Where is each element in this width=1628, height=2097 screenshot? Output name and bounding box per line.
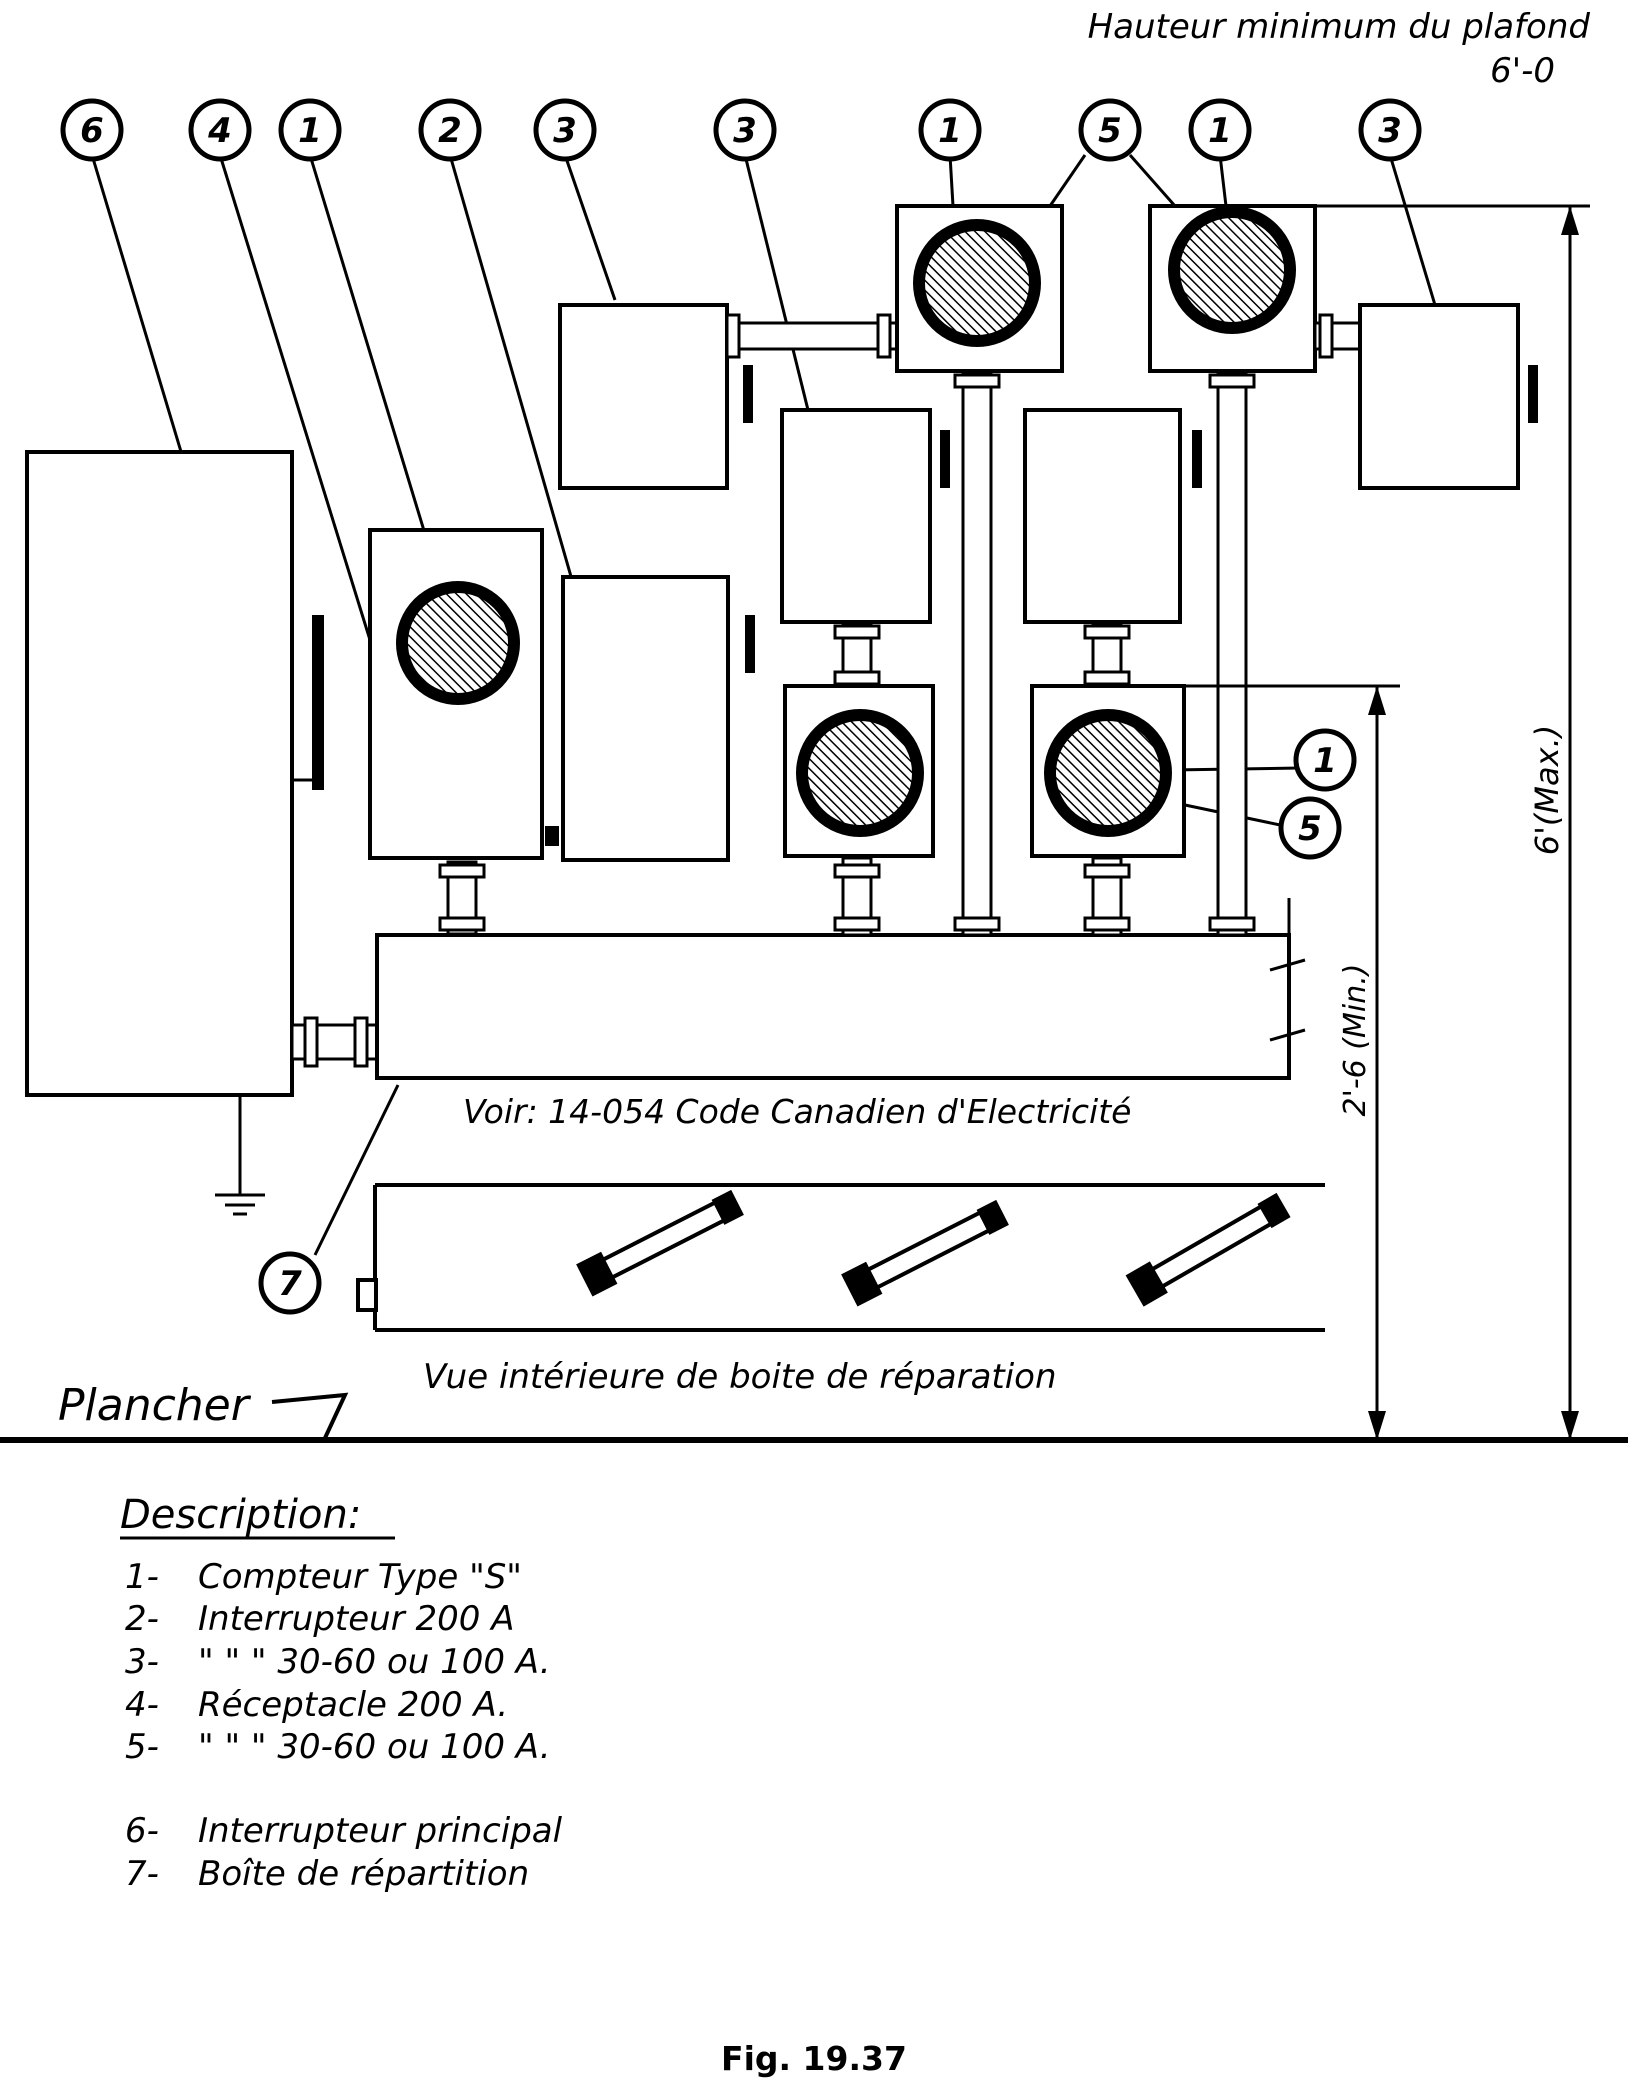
svg-text:7: 7: [278, 1264, 302, 1304]
switch-30-60-100a-1: [558, 303, 729, 490]
legend-number: 3-: [125, 1642, 159, 1682]
legend-text: Boîte de répartition: [198, 1854, 529, 1894]
description-heading: Description:: [120, 1492, 361, 1538]
callout-5: 5: [1078, 98, 1142, 162]
legend-text: " " " 30-60 ou 100 A.: [198, 1642, 551, 1682]
floor-label: Plancher: [58, 1380, 252, 1431]
svg-text:6: 6: [80, 111, 104, 151]
svg-text:1: 1: [938, 111, 962, 151]
switch-200a: [561, 575, 730, 862]
busbar-1: [576, 1189, 744, 1297]
callout-4: 4: [188, 98, 252, 162]
code-reference: Voir: 14-054 Code Canadien d'Electricité: [463, 1092, 1131, 1131]
callout-3: 3: [533, 98, 597, 162]
svg-text:2: 2: [438, 111, 462, 151]
riser-right: [1216, 371, 1248, 937]
max-height-label: 6'(Max.): [1528, 725, 1566, 855]
riser-left: [961, 371, 993, 937]
ceiling-note-line1: Hauteur minimum du plafond: [1088, 7, 1591, 47]
legend-text: Interrupteur 200 A: [198, 1599, 514, 1639]
svg-text:1: 1: [298, 111, 322, 151]
callout-7: 7: [258, 1251, 322, 1315]
legend-text: Interrupteur principal: [198, 1811, 563, 1851]
callout-3: 3: [713, 98, 777, 162]
svg-text:5: 5: [1298, 809, 1322, 849]
svg-text:3: 3: [1378, 111, 1402, 151]
legend-number: 7-: [125, 1854, 159, 1894]
svg-text:3: 3: [553, 111, 577, 151]
conduit-top-1: [725, 321, 899, 351]
meter-icon: [396, 581, 520, 705]
legend-number: 5-: [125, 1727, 159, 1767]
callout-2: 2: [418, 98, 482, 162]
min-height-label: 2'-6 (Min.): [1338, 964, 1373, 1117]
figure-caption: Fig. 19.37: [721, 2039, 907, 2078]
interior-view-label: Vue intérieure de boite de réparation: [423, 1357, 1057, 1397]
svg-text:3: 3: [733, 111, 757, 151]
ceiling-note-line2: 6'-0: [1490, 51, 1555, 91]
callout-5: 5: [1278, 796, 1342, 860]
meter-icon: [1168, 206, 1296, 334]
busbar-3: [1125, 1192, 1291, 1307]
legend-number: 1-: [125, 1557, 159, 1597]
main-switch-box: [25, 450, 294, 1097]
switch-30-60-100a-4: [1358, 303, 1520, 490]
splitter-interior-view: [356, 1183, 1325, 1332]
busbar-2: [841, 1199, 1009, 1307]
callout-1: 1: [278, 98, 342, 162]
meter-icon: [1044, 709, 1172, 837]
splitter-box: [375, 933, 1291, 1080]
switch-30-60-100a-3: [1023, 408, 1182, 624]
legend-text: Compteur Type "S": [198, 1557, 522, 1597]
callout-1: 1: [1293, 728, 1357, 792]
svg-text:1: 1: [1313, 741, 1337, 781]
svg-text:5: 5: [1098, 111, 1122, 151]
legend-number: 4-: [125, 1685, 159, 1725]
callout-3: 3: [1358, 98, 1422, 162]
legend-number: 2-: [125, 1599, 159, 1639]
legend-number: 6-: [125, 1811, 159, 1851]
meter-icon: [796, 709, 924, 837]
callout-1: 1: [1188, 98, 1252, 162]
main-switch-handle: [312, 615, 324, 790]
callout-6: 6: [60, 98, 124, 162]
dimension-lines: [1184, 204, 1590, 1440]
svg-text:1: 1: [1208, 111, 1232, 151]
meter-icon: [913, 219, 1041, 347]
legend-text: Réceptacle 200 A.: [198, 1685, 508, 1725]
callout-1: 1: [918, 98, 982, 162]
legend-text: " " " 30-60 ou 100 A.: [198, 1727, 551, 1767]
description-list: 1- Compteur Type "S" 2- Interrupteur 200…: [125, 1557, 563, 1894]
svg-text:4: 4: [207, 111, 232, 151]
switch-30-60-100a-2: [780, 408, 932, 624]
